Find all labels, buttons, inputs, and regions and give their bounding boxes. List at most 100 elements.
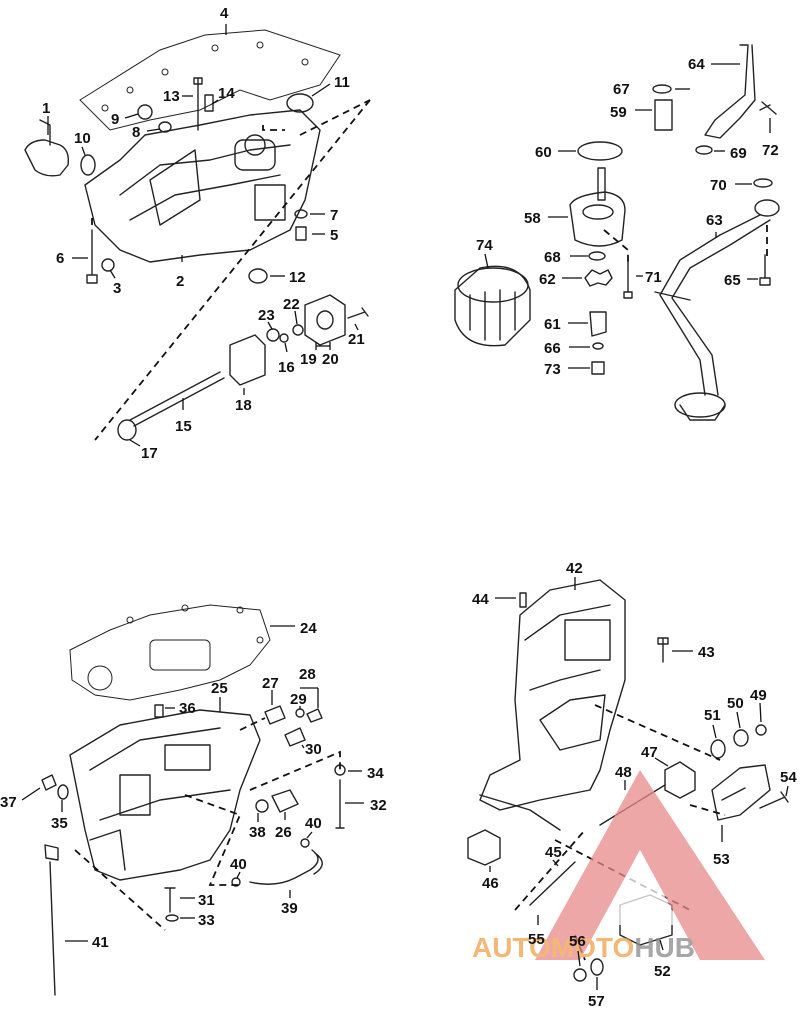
bolt-part-5: [295, 226, 307, 241]
callout-22: 22: [283, 296, 300, 313]
bracket-part-46: [467, 829, 501, 866]
callout-66: 66: [544, 340, 561, 357]
fitting-part-30: [284, 727, 306, 747]
callout-41: 41: [92, 934, 109, 951]
automotohub-watermark: AUTOMOTOHUB: [472, 770, 765, 963]
callout-74: 74: [476, 237, 493, 254]
link-rod-part-45: [529, 861, 576, 906]
callout-54: 54: [780, 769, 797, 786]
callout-31: 31: [198, 892, 215, 909]
oil-pan-part-25: [69, 709, 261, 881]
callout-8: 8: [132, 124, 140, 141]
callout-56: 56: [569, 933, 586, 950]
bolt-part-32: [335, 779, 345, 829]
callout-33: 33: [198, 912, 215, 929]
watermark-text-moto: MOTO: [551, 932, 634, 963]
bolt-part-71: [623, 261, 633, 299]
callout-51: 51: [704, 707, 721, 724]
washer-part-33: [165, 914, 179, 922]
callout-60: 60: [535, 144, 552, 161]
o-ring-part-11: [286, 93, 314, 113]
callout-57: 57: [588, 993, 605, 1010]
callout-4: 4: [220, 5, 229, 22]
driveshaft-housing-group: [467, 579, 789, 982]
bolt-part-13: [193, 77, 203, 131]
watermark-text-auto: AUTO: [472, 932, 551, 963]
callout-40-top: 40: [305, 815, 322, 832]
fitting-part-27: [264, 705, 286, 725]
callout-24: 24: [300, 620, 317, 637]
callout-50: 50: [727, 695, 744, 712]
dipstick-tube-part-64: [704, 44, 756, 139]
mount-block-part-18: [229, 334, 266, 386]
callout-69: 69: [730, 145, 747, 162]
callout-25: 25: [211, 680, 228, 697]
washer-part-22: [292, 324, 304, 336]
callout-27: 27: [262, 675, 279, 692]
callout-39: 39: [281, 900, 298, 917]
callout-28: 28: [299, 666, 316, 683]
callout-19: 19: [300, 351, 317, 368]
callout-34: 34: [367, 765, 384, 782]
callout-16: 16: [278, 359, 295, 376]
callout-49: 49: [750, 687, 767, 704]
callout-42: 42: [566, 560, 583, 577]
callout-26: 26: [275, 824, 292, 841]
oil-filter-part-74: [454, 265, 531, 347]
bolt-part-65: [759, 254, 771, 286]
callout-44: 44: [472, 591, 489, 608]
callout-59: 59: [610, 104, 627, 121]
o-ring-part-10: [80, 154, 96, 176]
mount-block-part-19-20: [304, 294, 346, 346]
driveshaft-housing-part-42: [479, 579, 626, 811]
watermark-triangle-logo: [535, 770, 765, 960]
callout-40-bottom: 40: [230, 856, 247, 873]
dipstick-part-41: [44, 844, 59, 996]
callout-64: 64: [688, 56, 705, 73]
clamp-part-40-bottom: [231, 877, 241, 887]
plug-part-37: [41, 774, 57, 791]
grommet-part-17: [117, 419, 137, 441]
callout-35: 35: [51, 815, 68, 832]
callout-30: 30: [305, 741, 322, 758]
o-ring-part-68: [588, 251, 606, 261]
fitting-part-28: [306, 708, 323, 723]
callout-20: 20: [322, 351, 339, 368]
callout-9: 9: [111, 111, 119, 128]
callout-6: 6: [56, 250, 64, 267]
callout-1: 1: [42, 100, 50, 117]
washer-part-7: [294, 209, 308, 219]
washer-part-29: [295, 708, 305, 718]
washer-part-66: [592, 342, 604, 350]
pin-part-14: [204, 94, 214, 112]
callout-63: 63: [706, 212, 723, 229]
callout-58: 58: [524, 210, 541, 227]
callout-46: 46: [482, 875, 499, 892]
callout-23: 23: [258, 307, 275, 324]
lock-washer-part-62: [584, 269, 613, 287]
callout-37: 37: [0, 794, 17, 811]
seal-part-69: [695, 145, 713, 155]
cover-plate-part-60: [577, 141, 623, 161]
bolt-part-72: [759, 101, 777, 115]
callout-38: 38: [249, 824, 266, 841]
callout-21: 21: [348, 331, 365, 348]
shift-rod-part-15: [129, 371, 225, 427]
washer-part-35: [57, 784, 69, 800]
callout-65: 65: [724, 272, 741, 289]
callout-3: 3: [113, 280, 121, 297]
fitting-part-26: [271, 789, 299, 813]
washer-part-23: [266, 328, 280, 342]
watermark-text-hub: HUB: [634, 932, 695, 963]
callout-7: 7: [330, 207, 338, 224]
callout-62: 62: [539, 271, 556, 288]
callout-70: 70: [710, 177, 727, 194]
callout-15: 15: [175, 418, 192, 435]
callout-12: 12: [289, 269, 306, 286]
nut-part-49: [755, 724, 767, 736]
bushing-part-12: [248, 268, 268, 284]
fitting-part-61: [589, 311, 607, 337]
screw-part-54: [759, 791, 789, 809]
plug-part-9: [137, 104, 153, 120]
pin-part-36: [154, 704, 164, 718]
